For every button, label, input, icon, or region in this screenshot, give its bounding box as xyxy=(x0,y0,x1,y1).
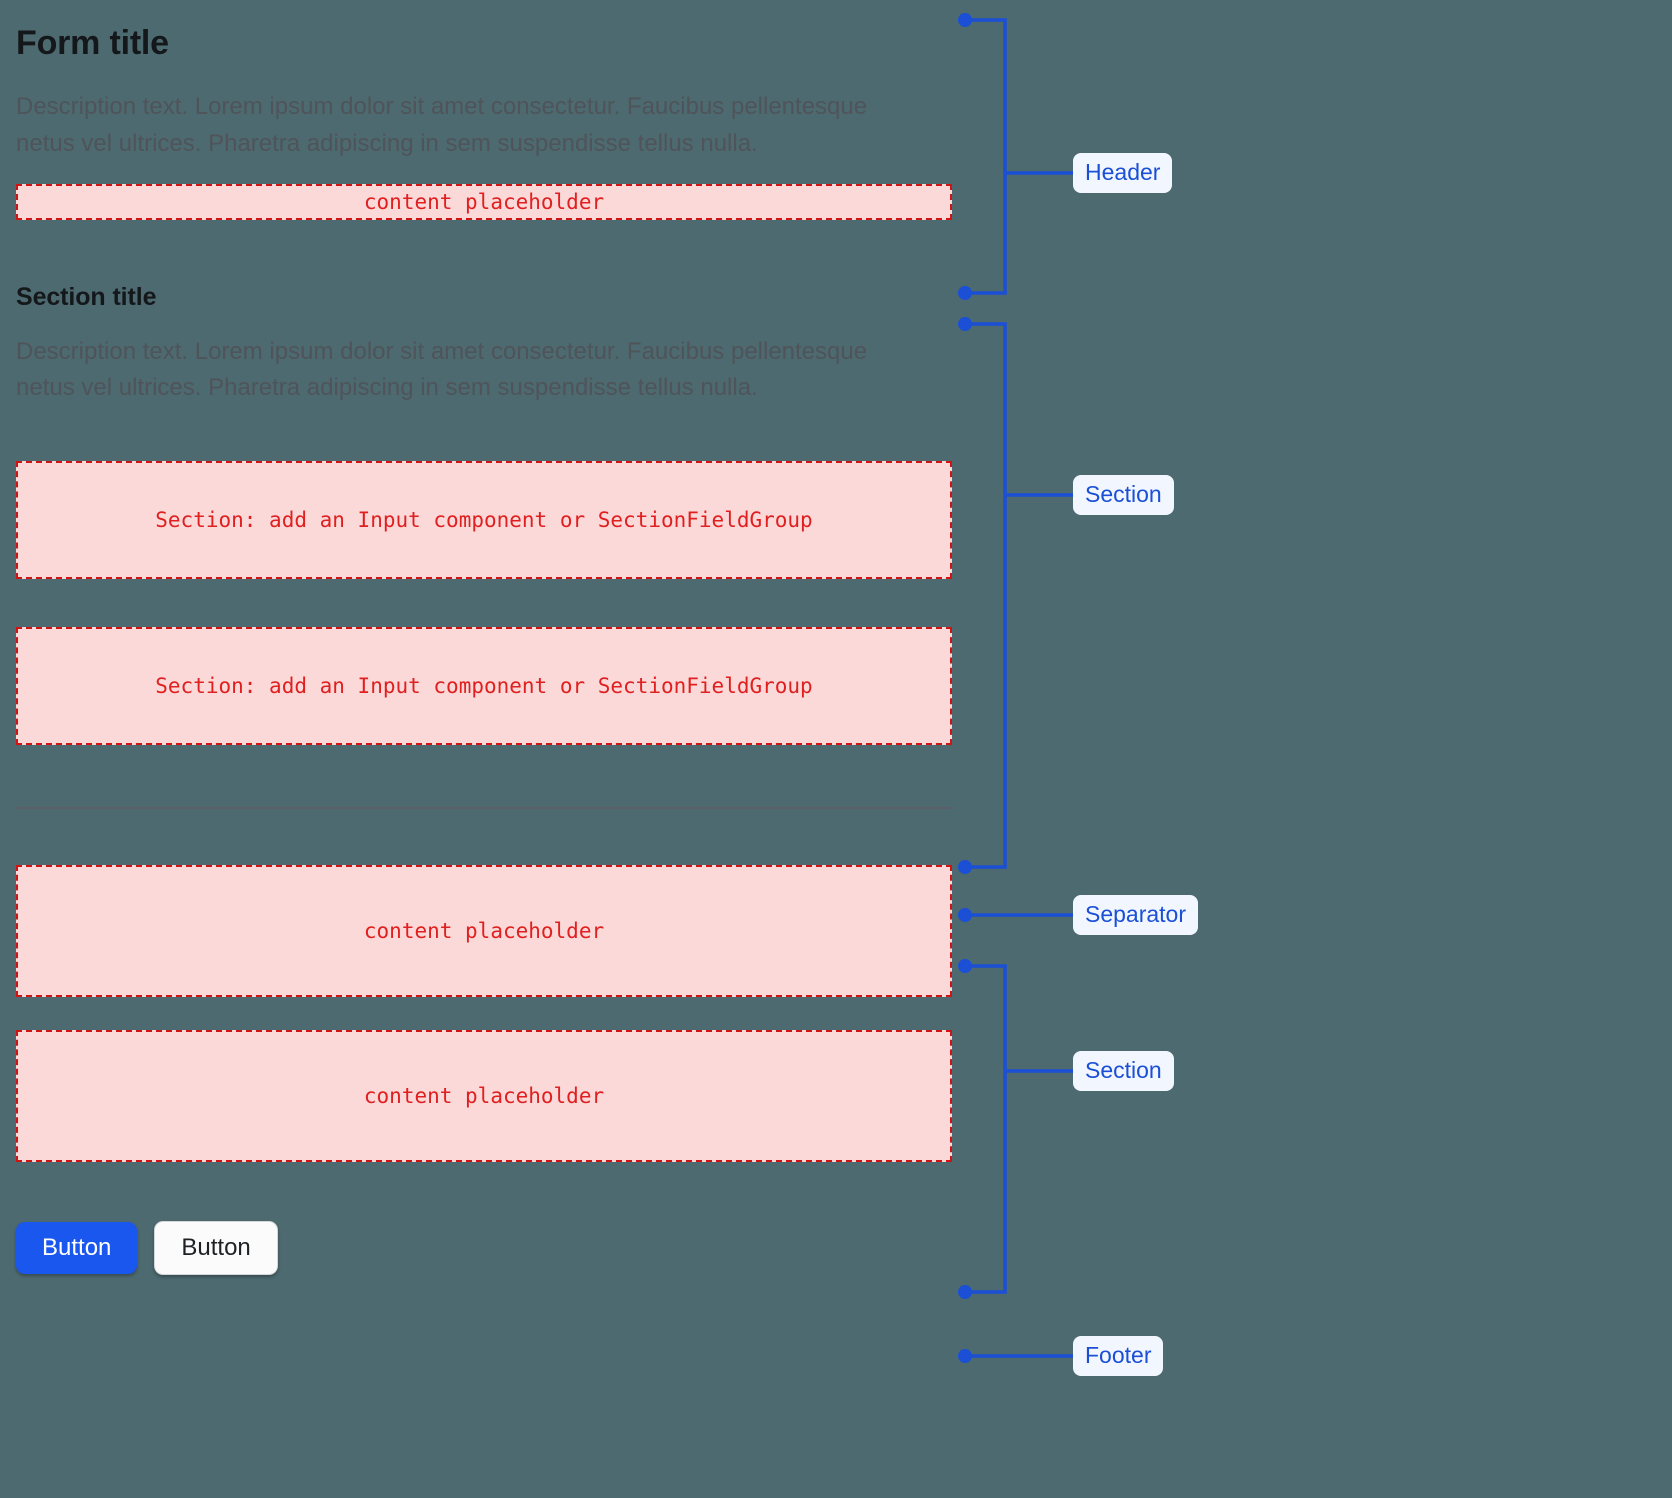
secondary-button[interactable]: Button xyxy=(154,1220,278,1276)
form-section-one: Section title Description text. Lorem ip… xyxy=(16,283,952,745)
section-field-placeholder[interactable]: Section: add an Input component or Secti… xyxy=(16,626,952,745)
separator xyxy=(16,806,952,809)
anchor-dot xyxy=(958,317,972,331)
form-header: Form title Description text. Lorem ipsum… xyxy=(16,0,952,221)
header-bracket xyxy=(965,18,1007,295)
page-title: Form title xyxy=(16,24,169,62)
section-title: Section title xyxy=(16,283,157,312)
annotation-label-section-one[interactable]: Section xyxy=(1073,475,1174,515)
form-section-two: content placeholder content placeholder xyxy=(16,864,952,1162)
annotation-label-header[interactable]: Header xyxy=(1073,153,1173,193)
form-footer: Button Button xyxy=(16,1220,952,1276)
annotation-anchor-dots xyxy=(958,13,972,1363)
anchor-dot xyxy=(958,1285,972,1299)
anchor-dot xyxy=(958,286,972,300)
section-one-bracket xyxy=(965,322,1007,869)
section-two-bracket xyxy=(965,964,1007,1294)
anchor-dot xyxy=(958,908,972,922)
annotation-label-section-two[interactable]: Section xyxy=(1073,1051,1174,1091)
annotation-label-separator[interactable]: Separator xyxy=(1073,895,1199,935)
section-content-placeholder[interactable]: content placeholder xyxy=(16,1029,952,1162)
form-content-column: Form title Description text. Lorem ipsum… xyxy=(16,0,952,1276)
section-field-placeholder[interactable]: Section: add an Input component or Secti… xyxy=(16,460,952,579)
header-description: Description text. Lorem ipsum dolor sit … xyxy=(16,93,868,157)
section-content-placeholder[interactable]: content placeholder xyxy=(16,864,952,997)
annotation-label-footer[interactable]: Footer xyxy=(1073,1336,1164,1376)
anchor-dot xyxy=(958,959,972,973)
anchor-dot xyxy=(958,860,972,874)
anchor-dot xyxy=(958,1349,972,1363)
header-content-placeholder[interactable]: content placeholder xyxy=(16,184,952,221)
primary-button[interactable]: Button xyxy=(16,1221,138,1275)
section-description: Description text. Lorem ipsum dolor sit … xyxy=(16,337,868,402)
anchor-dot xyxy=(958,13,972,27)
